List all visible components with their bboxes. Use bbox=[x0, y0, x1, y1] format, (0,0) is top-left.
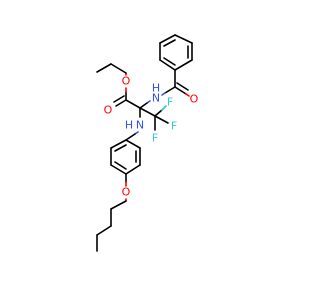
amine-linkage bbox=[125, 107, 141, 141]
bond bbox=[114, 161, 127, 170]
bond bbox=[154, 115, 169, 124]
bond bbox=[161, 92, 166, 96]
atom-oxygen-ester: O bbox=[122, 75, 131, 88]
atom-nitrogen-amide: N bbox=[152, 92, 160, 105]
bond bbox=[164, 86, 176, 94]
bond bbox=[115, 99, 127, 107]
bond bbox=[125, 133, 136, 141]
bond bbox=[176, 82, 189, 91]
bond bbox=[125, 139, 141, 149]
atom-hydrogen-amide: H bbox=[152, 82, 160, 95]
bond bbox=[159, 59, 176, 71]
bond bbox=[139, 102, 148, 109]
bond bbox=[96, 63, 112, 73]
bond bbox=[96, 225, 112, 236]
bond bbox=[174, 59, 193, 71]
ester-group bbox=[96, 63, 141, 109]
bond bbox=[174, 86, 187, 95]
bond bbox=[110, 200, 127, 210]
atom-oxygen-ether: O bbox=[122, 186, 131, 199]
atom-labels: O O O N H N H F F F O bbox=[104, 75, 199, 199]
bond bbox=[159, 34, 176, 44]
atom-nitrogen-amine: N bbox=[136, 119, 144, 132]
bond bbox=[174, 34, 193, 44]
bond bbox=[163, 57, 176, 66]
bond bbox=[185, 93, 190, 97]
bond bbox=[110, 139, 127, 149]
atom-fluorine-3: F bbox=[152, 132, 158, 145]
trifluoromethyl-group bbox=[139, 105, 169, 131]
bond bbox=[154, 109, 163, 117]
benzene-ring-bottom bbox=[110, 139, 141, 175]
bond bbox=[161, 105, 167, 111]
bond bbox=[110, 63, 127, 74]
bond bbox=[163, 39, 176, 47]
benzene-ring-top bbox=[159, 34, 193, 71]
atom-hydrogen-amine: H bbox=[125, 119, 133, 132]
molecule-structure: O O O N H N H F F F O bbox=[96, 34, 199, 252]
bond bbox=[110, 164, 127, 175]
bond bbox=[139, 107, 156, 117]
bond bbox=[125, 99, 141, 109]
atom-oxygen-ester-carbonyl: O bbox=[104, 104, 113, 117]
atom-fluorine-2: F bbox=[171, 120, 177, 133]
molecule-canvas: O O O N H N H F F F O bbox=[96, 34, 199, 252]
butoxy-chain bbox=[96, 173, 127, 252]
atom-oxygen-amide-carbonyl: O bbox=[190, 93, 199, 106]
amide-group bbox=[139, 69, 190, 109]
bond bbox=[113, 95, 125, 103]
bond bbox=[114, 144, 127, 152]
atom-fluorine-1: F bbox=[167, 96, 173, 109]
bond bbox=[125, 164, 141, 175]
